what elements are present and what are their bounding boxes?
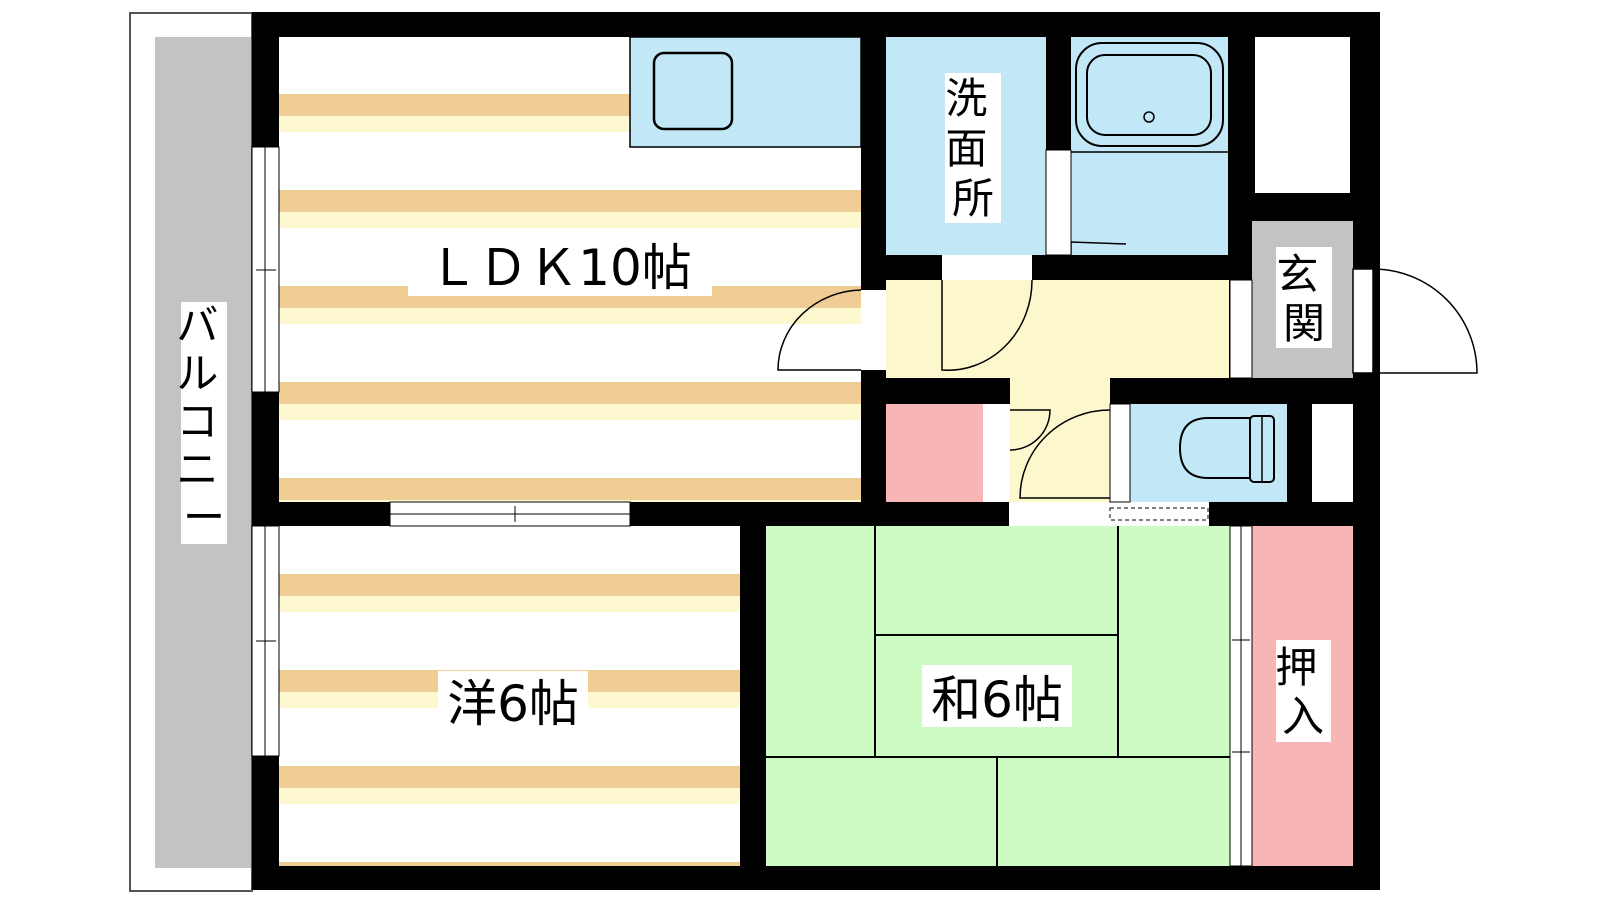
western-room-label: 洋6帖: [447, 675, 579, 733]
ldk-sliding-door: [389, 501, 631, 527]
washroom-char-2: 面: [945, 124, 987, 173]
entrance-label: 玄 関: [1276, 250, 1331, 348]
balcony-char-1: バ: [176, 301, 218, 350]
balcony-label: バ ル コ ニ ー: [176, 301, 231, 542]
japanese-room-label: 和6帖: [931, 671, 1063, 729]
entrance-char-2: 関: [1283, 299, 1325, 348]
balcony: [129, 12, 253, 892]
entrance-char-1: 玄: [1276, 250, 1318, 299]
balcony-char-3: コ: [176, 397, 218, 446]
balcony-char-5: ー: [183, 493, 225, 542]
washroom-label: 洗 面 所: [945, 74, 1000, 223]
closet-sliding-door: [1229, 525, 1253, 867]
ldk-label: ＬＤＫ10帖: [428, 239, 692, 297]
washroom-char-1: 洗: [945, 74, 987, 123]
hallway-floor: [886, 280, 1229, 378]
washroom-char-3: 所: [952, 174, 994, 223]
shoe-storage: [1255, 37, 1350, 193]
storage-floor: [886, 404, 983, 502]
balcony-char-2: ル: [176, 349, 218, 398]
door-swings: [777, 268, 1478, 499]
balcony-char-4: ニ: [176, 445, 218, 494]
closet-label: 押 入: [1275, 643, 1330, 741]
closet-char-1: 押: [1275, 643, 1317, 692]
toilet: [1109, 403, 1287, 503]
bathroom: [1070, 37, 1228, 255]
closet-char-2: 入: [1282, 692, 1324, 741]
windows: [251, 146, 280, 757]
kitchen-counter: [629, 36, 862, 148]
